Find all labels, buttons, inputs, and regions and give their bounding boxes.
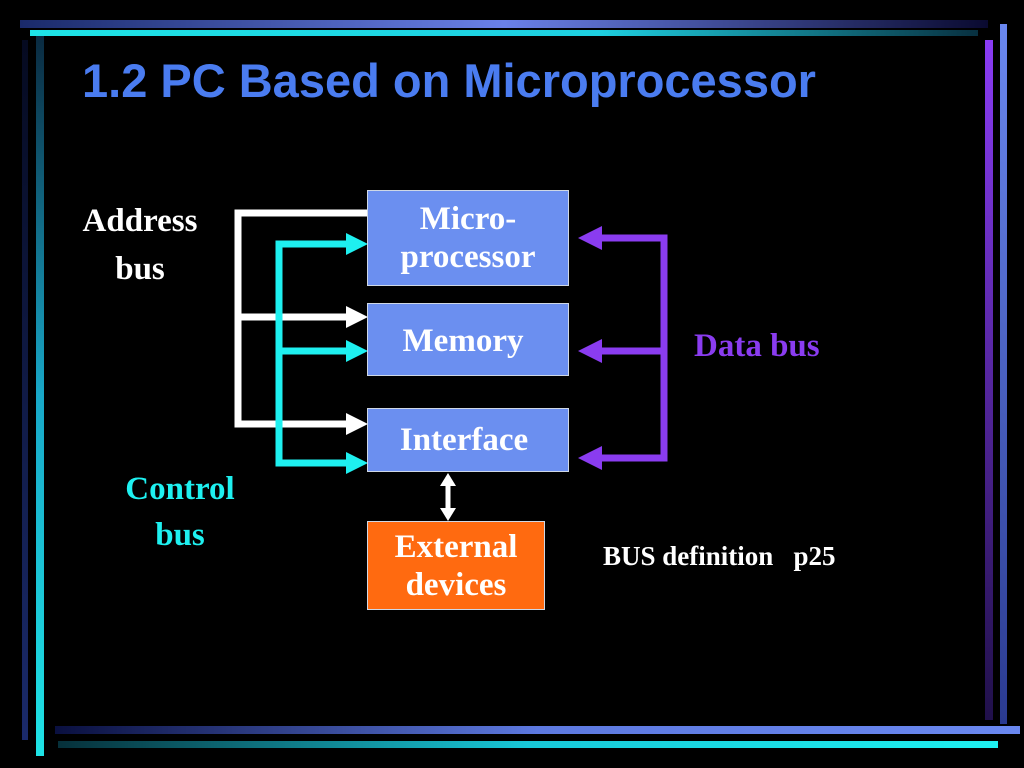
bus-definition-note: BUS definition p25 — [603, 541, 836, 571]
address-bus-lines — [234, 209, 368, 428]
address-bus-label-line2: bus — [115, 251, 165, 287]
data-bus-arrow-microprocessor — [578, 226, 602, 250]
address-bus-label: Address bus — [60, 197, 220, 293]
external-devices-label-line1: External — [394, 528, 518, 565]
control-bus-arrow-microprocessor — [346, 233, 368, 255]
interface-external-link — [440, 473, 456, 521]
slide-title: 1.2 PC Based on Microprocessor — [82, 54, 816, 107]
microprocessor-label-line2: processor — [400, 239, 536, 275]
address-bus-label-line1: Address — [82, 203, 198, 239]
control-bus-arrow-memory — [346, 340, 368, 362]
data-bus-arrow-interface — [578, 446, 602, 470]
interface-box: Interface — [367, 408, 569, 472]
external-devices-label-line2: devices — [405, 566, 507, 603]
memory-box: Memory — [367, 303, 569, 376]
interface-label: Interface — [399, 422, 529, 458]
external-devices-box: External devices — [367, 521, 545, 610]
control-bus-label: Control bus — [105, 466, 255, 558]
microprocessor-label-line1: Micro- — [419, 201, 517, 237]
data-bus-arrow-memory — [578, 339, 602, 363]
microprocessor-box: Micro- processor — [367, 190, 569, 286]
control-bus-label-line1: Control — [125, 471, 235, 507]
control-bus-lines — [275, 240, 348, 467]
data-bus-lines — [600, 234, 668, 462]
address-bus-arrow-memory — [346, 306, 368, 328]
address-bus-arrow-interface — [346, 413, 368, 435]
control-bus-label-line2: bus — [155, 517, 205, 553]
memory-label: Memory — [402, 323, 524, 359]
control-bus-arrow-interface — [346, 452, 368, 474]
data-bus-label: Data bus — [694, 328, 820, 364]
